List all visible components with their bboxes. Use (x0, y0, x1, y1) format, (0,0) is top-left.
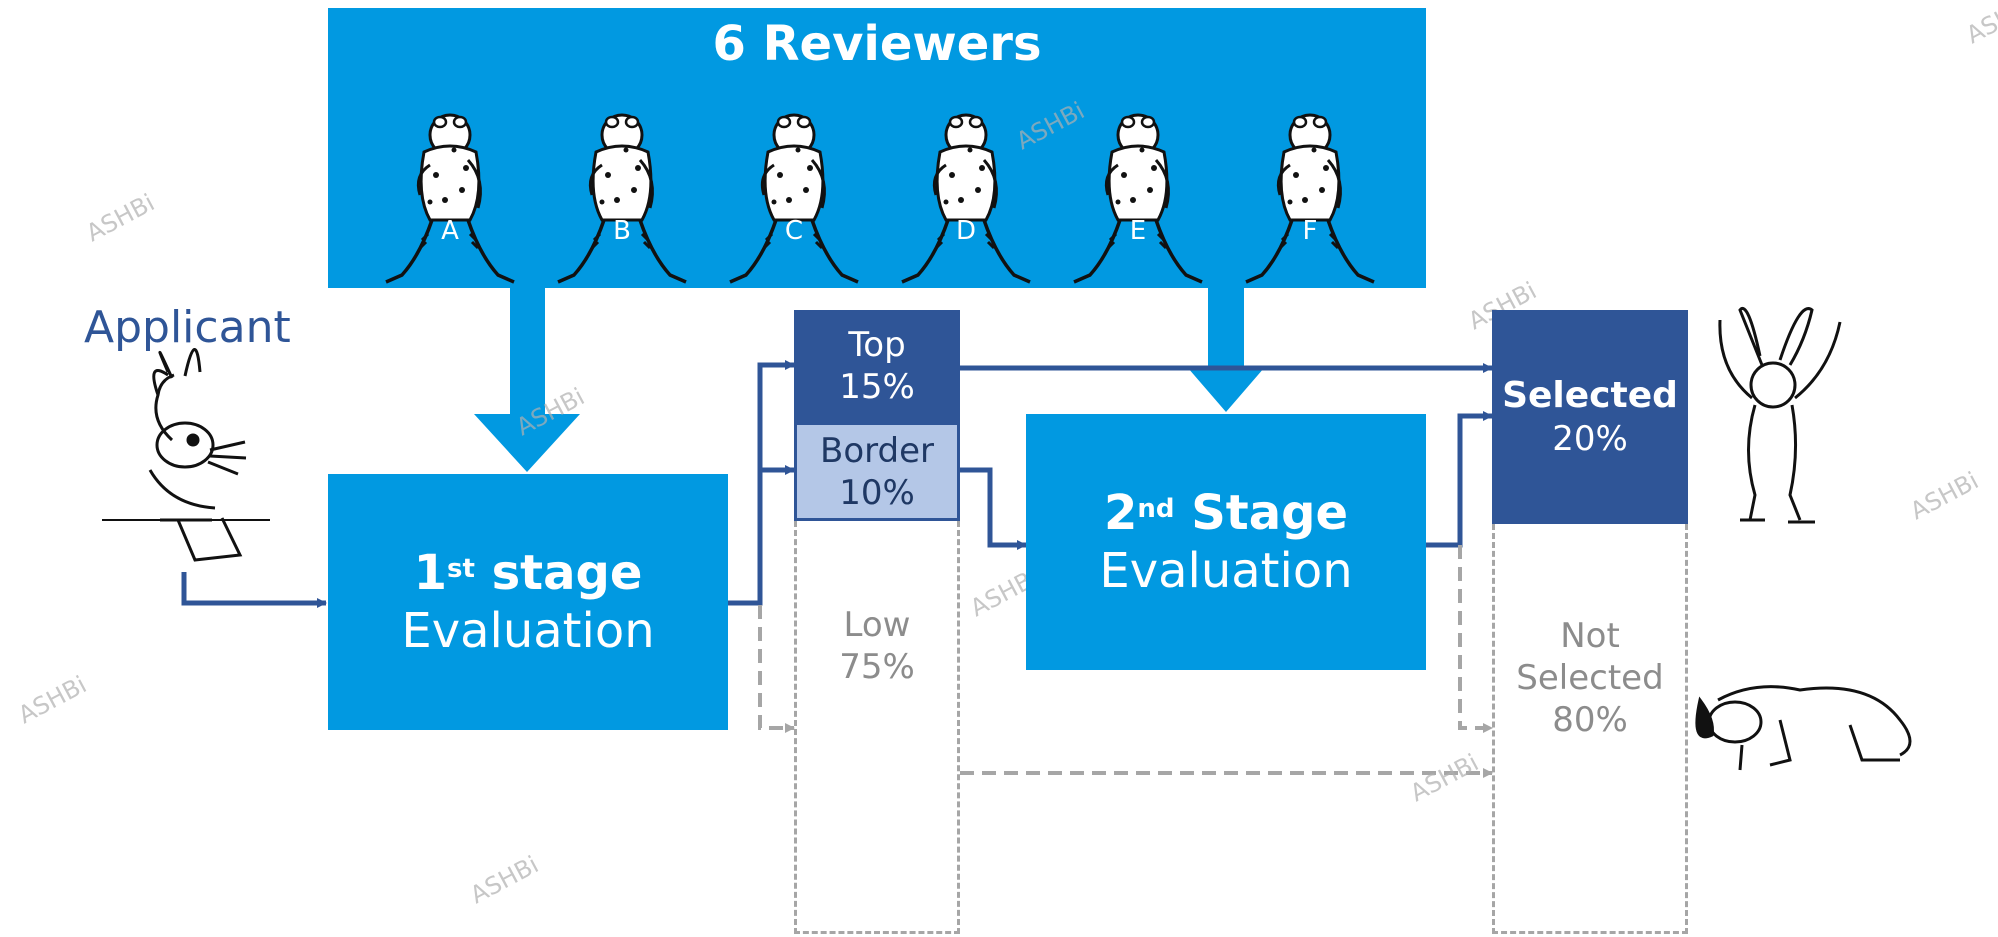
selected-percent: 20% (1552, 419, 1628, 459)
reviewer-f: F (1244, 113, 1376, 284)
low-outcome-box: Low 75% (794, 521, 960, 934)
arrow-reviewers-to-stage1 (474, 288, 580, 472)
stage2-subtitle: Evaluation (1099, 543, 1353, 599)
applicant-label: Applicant (84, 302, 291, 353)
reviewer-a: A (384, 113, 516, 284)
stage2-title: 2nd Stage (1103, 485, 1349, 541)
low-label: Low (843, 605, 911, 645)
watermark: ASHBi (1962, 0, 1998, 49)
selected-box: Selected 20% (1492, 310, 1688, 524)
reviewer-letter: C (785, 216, 803, 246)
reviewer-d: D (900, 113, 1032, 284)
not-selected-line2: Selected (1516, 657, 1664, 698)
top-outcome-box: Top 15% (794, 310, 960, 422)
border-percent: 10% (839, 472, 915, 513)
reviewer-c: C (728, 113, 860, 284)
applicant-rabbit-figure (102, 348, 270, 562)
watermark: ASHBi (82, 188, 159, 247)
reviewer-e: E (1072, 113, 1204, 284)
top-percent: 15% (839, 367, 915, 407)
not-selected-box: Not Selected 80% (1492, 524, 1688, 934)
arrow-reviewers-to-stage2 (1188, 288, 1264, 412)
border-label: Border (820, 430, 934, 471)
rejection-connectors (758, 545, 1493, 778)
stage1-box: 1st stage Evaluation (328, 474, 728, 730)
flow-connectors (181, 360, 1493, 608)
border-outcome-box: Border 10% (794, 422, 960, 521)
reviewer-letter: A (441, 216, 459, 246)
reviewer-letter: F (1303, 216, 1318, 246)
reviewer-letter: B (613, 216, 631, 246)
not-selected-rabbit-figure (1695, 685, 1912, 771)
stage1-title: 1st stage (413, 545, 643, 601)
stage2-box: 2nd Stage Evaluation (1026, 414, 1426, 670)
reviewers-title: 6 Reviewers (712, 16, 1042, 72)
top-label: Top (848, 325, 906, 365)
stage1-subtitle: Evaluation (401, 603, 655, 659)
not-selected-line1: Not (1560, 615, 1620, 656)
watermark: ASHBi (14, 670, 91, 729)
reviewer-b: B (556, 113, 688, 284)
low-percent: 75% (839, 647, 915, 687)
watermark: ASHBi (1406, 748, 1483, 807)
reviewer-letter: E (1130, 216, 1146, 246)
watermark: ASHBi (1906, 466, 1983, 525)
selected-rabbit-figure (1718, 307, 1842, 524)
selected-label: Selected (1502, 375, 1678, 416)
reviewer-figures: A B C D E F (384, 113, 1376, 284)
watermark: ASHBi (466, 850, 543, 909)
not-selected-percent: 80% (1552, 699, 1628, 740)
reviewers-panel (328, 8, 1426, 288)
reviewer-letter: D (956, 216, 976, 246)
